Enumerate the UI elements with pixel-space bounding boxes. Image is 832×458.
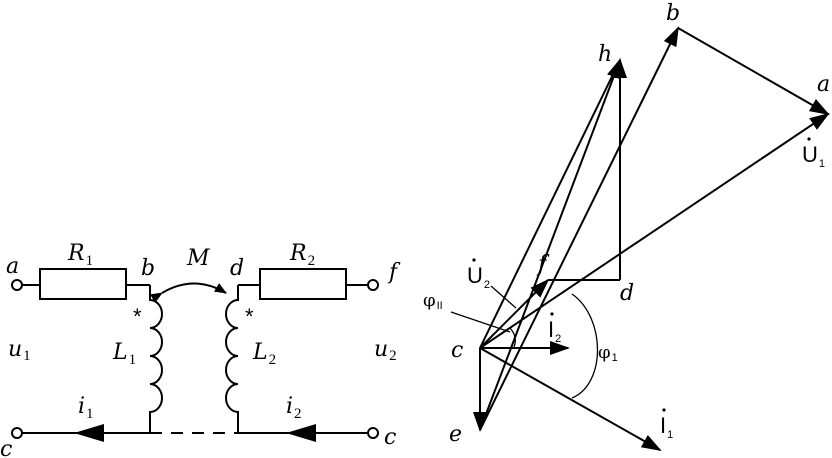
voltage-u1-label: u1 — [8, 337, 31, 364]
node-label-a: a — [6, 254, 19, 279]
dot-mark-l1: * — [133, 304, 142, 329]
node-label-c-left: c — [0, 437, 12, 458]
label-phi-ii: φII — [423, 290, 443, 312]
point-label-c: c — [451, 338, 463, 363]
point-label-d: d — [620, 281, 634, 306]
current-i2-arrow — [286, 424, 316, 442]
label-i1: I1 — [660, 413, 673, 441]
terminal-c-right — [367, 427, 379, 439]
angle-arc-phi-1 — [571, 293, 598, 399]
label-u2: U2 — [467, 263, 490, 291]
dot-mark-l2: * — [245, 304, 254, 329]
dot-u2 — [472, 258, 476, 262]
inductor-l2 — [225, 285, 239, 433]
label-phi-1: φ1 — [598, 342, 618, 364]
inductor-l1-label: L1 — [112, 340, 136, 368]
node-label-c-right: c — [384, 425, 396, 450]
point-label-e: e — [449, 422, 462, 447]
segment-e-b — [479, 26, 679, 431]
point-label-h: h — [598, 42, 612, 67]
terminal-c-left — [11, 427, 23, 439]
phasor-u1 — [479, 112, 830, 349]
label-i2: I2 — [548, 317, 561, 345]
segment-b-a — [677, 27, 830, 115]
resistor-r2-label: R2 — [289, 241, 315, 269]
inductor-l1 — [149, 285, 163, 433]
resistor-r1 — [39, 268, 127, 300]
leader-phi-ii — [450, 311, 511, 333]
current-i1-label: i1 — [78, 394, 94, 422]
mutual-inductance-arc — [149, 282, 227, 303]
terminal-f — [367, 279, 379, 291]
current-i1-arrow — [74, 424, 104, 442]
terminal-a — [11, 279, 23, 291]
segment-e-h — [479, 58, 621, 431]
node-label-f: f — [387, 260, 401, 285]
dot-i1 — [662, 408, 666, 412]
dot-i2 — [550, 312, 554, 316]
resistor-r1-label: R1 — [67, 241, 93, 269]
point-label-a: a — [817, 72, 830, 97]
resistor-r2 — [259, 268, 347, 300]
node-label-d: d — [230, 256, 244, 281]
inductor-l2-label: L2 — [252, 340, 276, 368]
current-i2-label: i2 — [286, 394, 302, 422]
phasor-u2 — [479, 278, 550, 349]
phasor-i1 — [479, 347, 662, 451]
dot-u1 — [807, 137, 811, 141]
phasor-diagram: b h a f d c e U1 U2 I2 I1 φII φ1 — [423, 1, 830, 451]
leader-u2 — [490, 285, 517, 309]
segment-c-h — [479, 59, 621, 349]
point-label-b: b — [666, 1, 680, 26]
point-label-f: f — [536, 252, 550, 277]
voltage-u2-label: u2 — [374, 337, 397, 364]
node-label-b: b — [141, 256, 155, 281]
mutual-label: M — [186, 246, 210, 271]
circuit-schematic: a R1 b M d R2 f * * L1 L2 u1 u2 i1 i2 c … — [0, 241, 401, 458]
label-u1: U1 — [802, 142, 825, 170]
